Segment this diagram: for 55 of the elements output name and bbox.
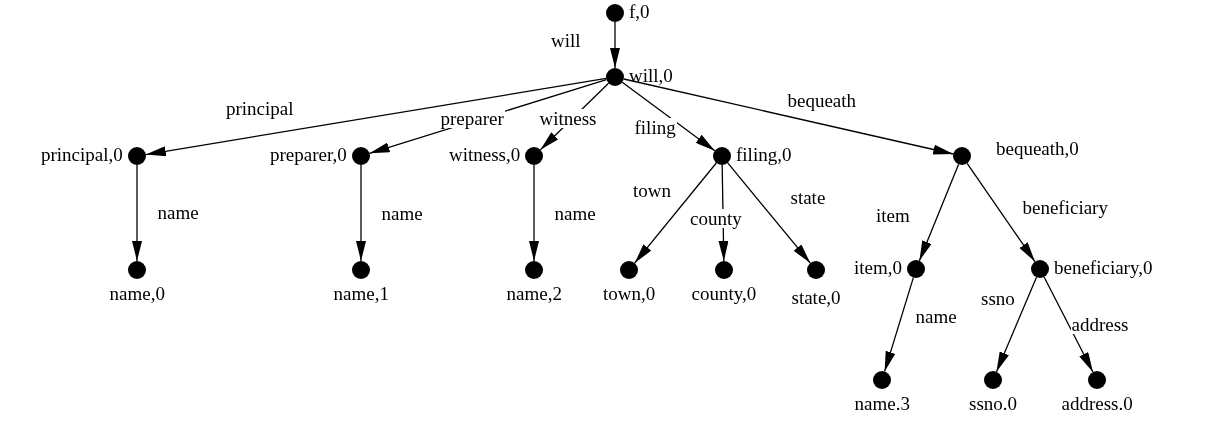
node-dot <box>1031 260 1049 278</box>
node-label: name,0 <box>109 284 165 303</box>
arrow <box>884 276 914 373</box>
arrow <box>623 78 954 155</box>
node-label: town,0 <box>603 284 656 303</box>
edge-label: preparer <box>439 108 505 128</box>
node-dot <box>525 261 543 279</box>
node-label: filing,0 <box>736 144 792 164</box>
node-dot <box>715 261 733 279</box>
arrow <box>621 81 716 152</box>
node-dot <box>352 147 370 165</box>
arrow <box>918 163 960 262</box>
arrow <box>145 77 607 157</box>
edge-label: beneficiary <box>1021 197 1109 217</box>
node-label: item,0 <box>854 257 903 277</box>
node-dot <box>620 261 638 279</box>
node-label: county,0 <box>691 284 757 303</box>
node-label: bequeath,0 <box>996 138 1079 158</box>
arrow <box>132 164 142 262</box>
node-dot <box>128 261 146 279</box>
node-dot <box>807 261 825 279</box>
node-label: will,0 <box>629 65 673 85</box>
arrow <box>995 276 1038 373</box>
node-label: name,1 <box>333 284 389 303</box>
arrow <box>356 164 366 262</box>
arrow <box>529 164 539 262</box>
arrow <box>634 162 717 264</box>
node-dot <box>1088 371 1106 389</box>
node-dot <box>984 371 1002 389</box>
node-dot <box>606 4 624 22</box>
node-label: principal,0 <box>41 144 123 164</box>
node-label: witness,0 <box>449 144 521 164</box>
node-dot <box>128 147 146 165</box>
arrow <box>966 162 1036 263</box>
node-dot <box>525 147 543 165</box>
arrow <box>1043 276 1094 373</box>
arrow <box>610 21 620 69</box>
node-label: f,0 <box>629 1 650 21</box>
node-dot <box>953 147 971 165</box>
node-dot <box>907 260 925 278</box>
edge-label: witness <box>538 108 598 128</box>
arrow <box>727 162 811 264</box>
node-dot <box>713 147 731 165</box>
node-label: address.0 <box>1061 394 1133 413</box>
edge-label: county <box>689 208 743 228</box>
node-label: name,2 <box>506 284 562 303</box>
node-label: name.3 <box>854 394 910 413</box>
node-label: ssno.0 <box>969 394 1018 413</box>
node-label: state,0 <box>791 288 841 307</box>
node-dot <box>606 68 624 86</box>
node-dot <box>352 261 370 279</box>
node-label: beneficiary,0 <box>1054 257 1153 277</box>
node-dot <box>873 371 891 389</box>
node-label: preparer,0 <box>270 144 347 164</box>
edge-label: filing <box>633 117 677 137</box>
